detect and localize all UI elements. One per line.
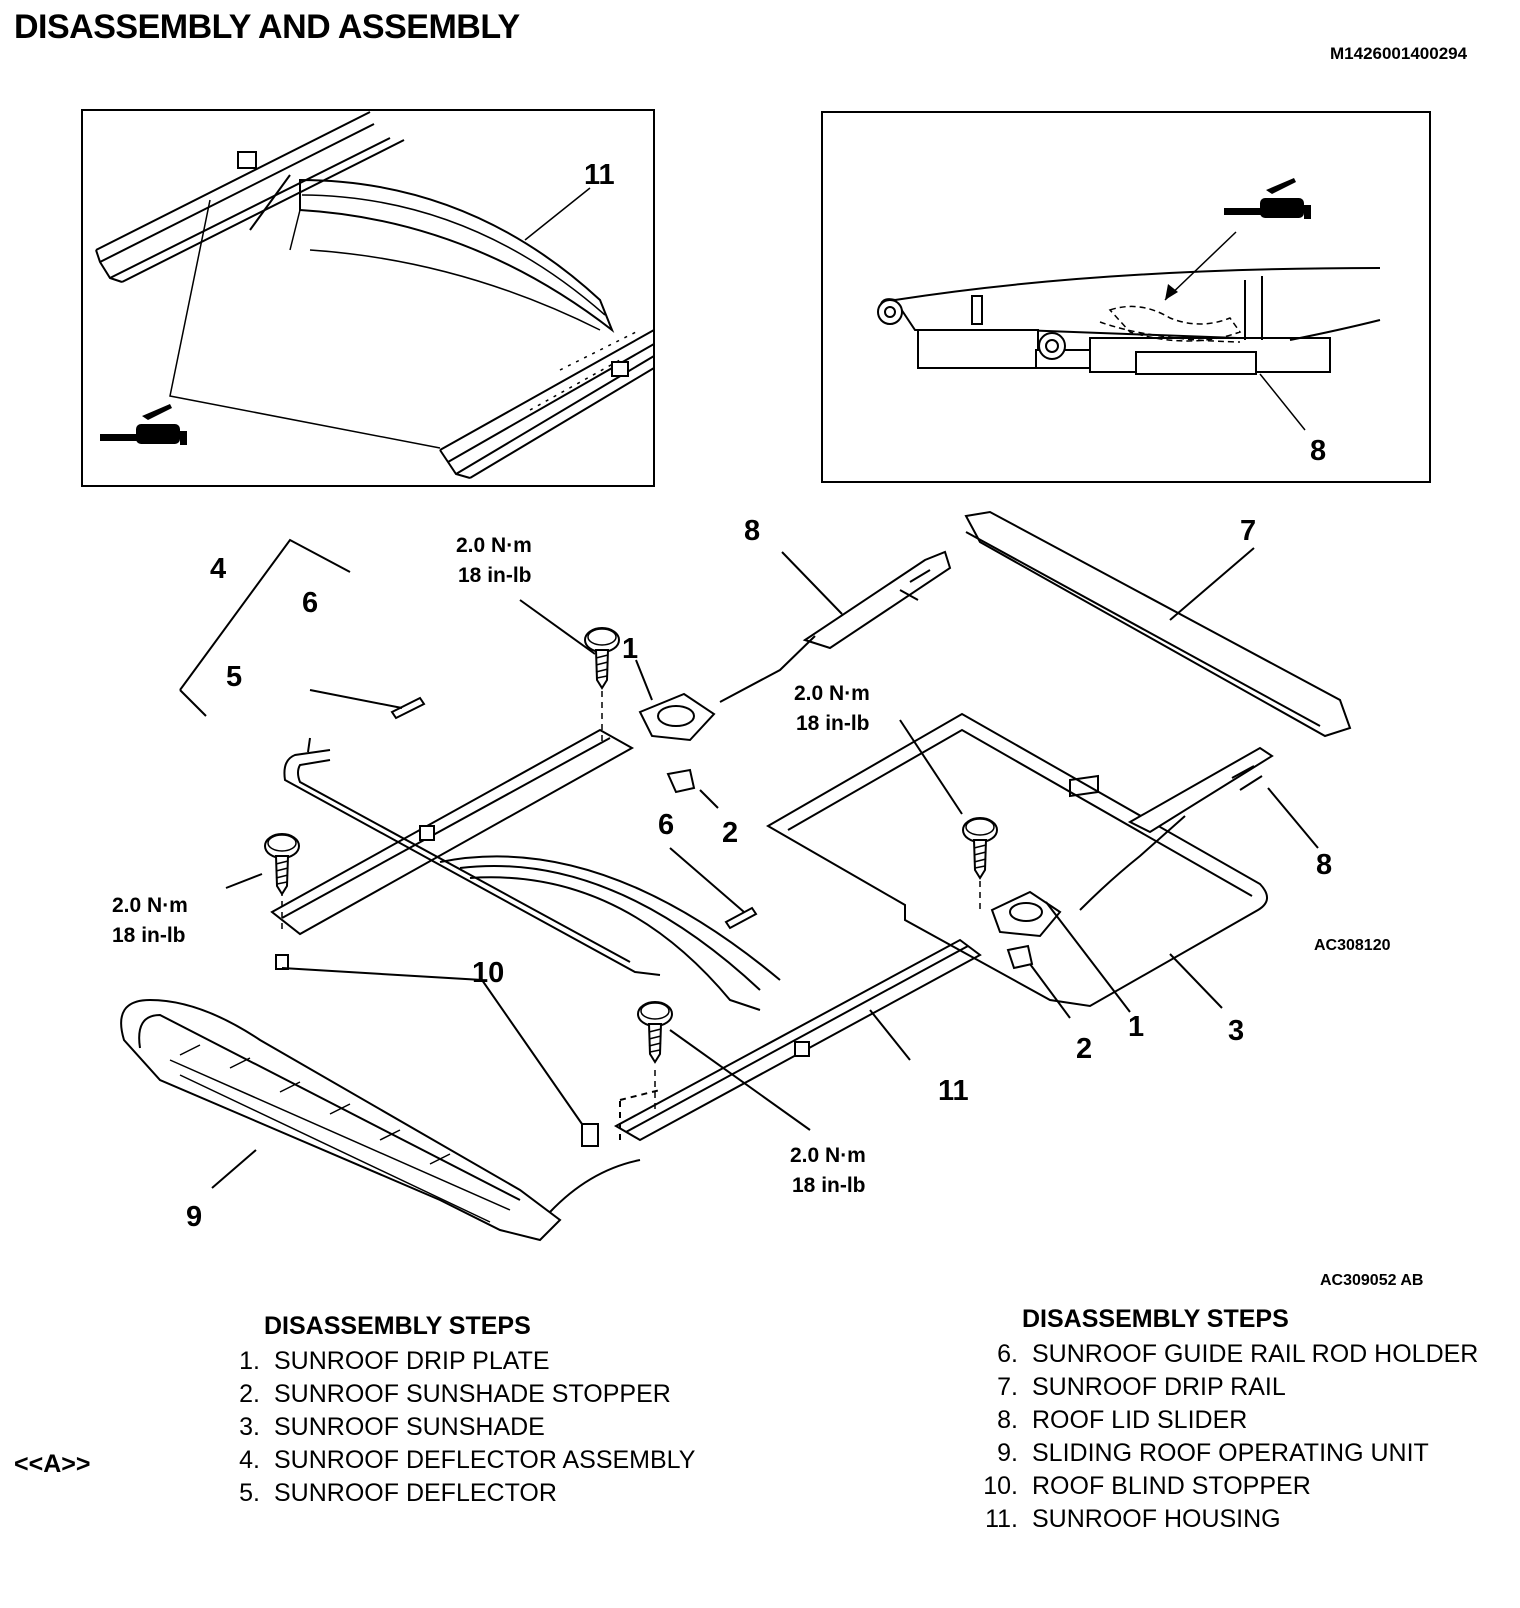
inset-slider-detail [821, 111, 1431, 483]
step-number: 3. [239, 1413, 260, 1441]
step-item: 6. SUNROOF GUIDE RAIL ROD HOLDER [968, 1338, 1488, 1371]
torque-value-3: 2.0 N·m [112, 894, 188, 917]
step-text: ROOF LID SLIDER [1032, 1406, 1248, 1434]
callout-8-inset: 8 [1310, 435, 1326, 467]
step-number: 1. [239, 1347, 260, 1375]
torque-value-1: 2.0 N·m [456, 534, 532, 557]
callout-8-upper: 8 [744, 515, 760, 547]
callout-6-upper: 6 [302, 587, 318, 619]
step-number: 9. [997, 1439, 1018, 1467]
exploded-view-main [120, 510, 1352, 1242]
figure-id-upper: AC308120 [1314, 937, 1391, 954]
callout-2-lower: 2 [1076, 1033, 1092, 1065]
inset-housing-detail [81, 109, 655, 487]
bolt-icon [264, 833, 300, 895]
step-text: SUNROOF SUNSHADE [274, 1413, 545, 1441]
disassembly-steps-left: DISASSEMBLY STEPS 1. SUNROOF DRIP PLATE 2.… [210, 1310, 750, 1510]
torque-value-4-imperial: 18 in-lb [792, 1174, 866, 1197]
exploded-view-diagram: 11 8 4 6 5 1 2 6 8 7 8 10 11 1 2 3 9 2.0… [81, 109, 1431, 1289]
step-item: 10. ROOF BLIND STOPPER [968, 1470, 1488, 1503]
steps-heading: DISASSEMBLY STEPS [264, 1312, 531, 1340]
step-item: 5. SUNROOF DEFLECTOR [210, 1477, 750, 1510]
step-text: SUNROOF DRIP RAIL [1032, 1373, 1286, 1401]
callout-11-inset: 11 [584, 159, 615, 191]
step-text: SUNROOF DEFLECTOR ASSEMBLY [274, 1446, 696, 1474]
step-item: 9. SLIDING ROOF OPERATING UNIT [968, 1437, 1488, 1470]
step-number: 8. [997, 1406, 1018, 1434]
bolt-icon [962, 817, 998, 879]
grease-gun-icon [1224, 178, 1311, 219]
step-item: 1. SUNROOF DRIP PLATE [210, 1345, 750, 1378]
figure-id-lower: AC309052 AB [1320, 1272, 1423, 1289]
callout-9: 9 [186, 1201, 202, 1233]
page-title: DISASSEMBLY AND ASSEMBLY [14, 8, 520, 46]
step-number: 2. [239, 1380, 260, 1408]
step-item: 7. SUNROOF DRIP RAIL [968, 1371, 1488, 1404]
torque-value-2: 2.0 N·m [794, 682, 870, 705]
callout-5: 5 [226, 661, 242, 693]
callout-6-lower: 6 [658, 809, 674, 841]
callout-11-main: 11 [938, 1075, 969, 1107]
document-id: M1426001400294 [1330, 44, 1468, 63]
step-item: 2. SUNROOF SUNSHADE STOPPER [210, 1378, 750, 1411]
step-text: ROOF BLIND STOPPER [1032, 1472, 1311, 1500]
step-text: SUNROOF GUIDE RAIL ROD HOLDER [1032, 1340, 1479, 1368]
callout-4: 4 [210, 553, 226, 585]
step-number: 11. [985, 1505, 1018, 1533]
step-text: SLIDING ROOF OPERATING UNIT [1032, 1439, 1429, 1467]
disassembly-steps-right: DISASSEMBLY STEPS 6. SUNROOF GUIDE RAIL R… [968, 1303, 1488, 1536]
callout-10: 10 [472, 957, 504, 989]
step-number: 10. [983, 1472, 1018, 1500]
torque-value-4: 2.0 N·m [790, 1144, 866, 1167]
step-text: SUNROOF DEFLECTOR [274, 1479, 557, 1507]
callout-8-lower: 8 [1316, 849, 1332, 881]
step-item: 11. SUNROOF HOUSING [968, 1503, 1488, 1536]
callout-3: 3 [1228, 1015, 1244, 1047]
steps-heading: DISASSEMBLY STEPS [1022, 1305, 1289, 1333]
step-item: 3. SUNROOF SUNSHADE [210, 1411, 750, 1444]
grease-gun-icon [100, 404, 187, 445]
callout-1-upper: 1 [622, 633, 638, 665]
step-text: SUNROOF DRIP PLATE [274, 1347, 550, 1375]
torque-value-1-imperial: 18 in-lb [458, 564, 532, 587]
bolt-icon [584, 627, 620, 689]
procedure-note-marker: <<A>> [14, 1450, 91, 1478]
step-item: 4. SUNROOF DEFLECTOR ASSEMBLY [210, 1444, 750, 1477]
step-number: 7. [997, 1373, 1018, 1401]
step-text: SUNROOF SUNSHADE STOPPER [274, 1380, 671, 1408]
torque-value-2-imperial: 18 in-lb [796, 712, 870, 735]
callout-7: 7 [1240, 515, 1256, 547]
bolt-icon [637, 1001, 673, 1063]
step-number: 6. [997, 1340, 1018, 1368]
step-number: 4. [239, 1446, 260, 1474]
step-text: SUNROOF HOUSING [1032, 1505, 1281, 1533]
callout-2-upper: 2 [722, 817, 738, 849]
step-item: 8. ROOF LID SLIDER [968, 1404, 1488, 1437]
torque-value-3-imperial: 18 in-lb [112, 924, 186, 947]
callout-1-lower: 1 [1128, 1011, 1144, 1043]
step-number: 5. [239, 1479, 260, 1507]
